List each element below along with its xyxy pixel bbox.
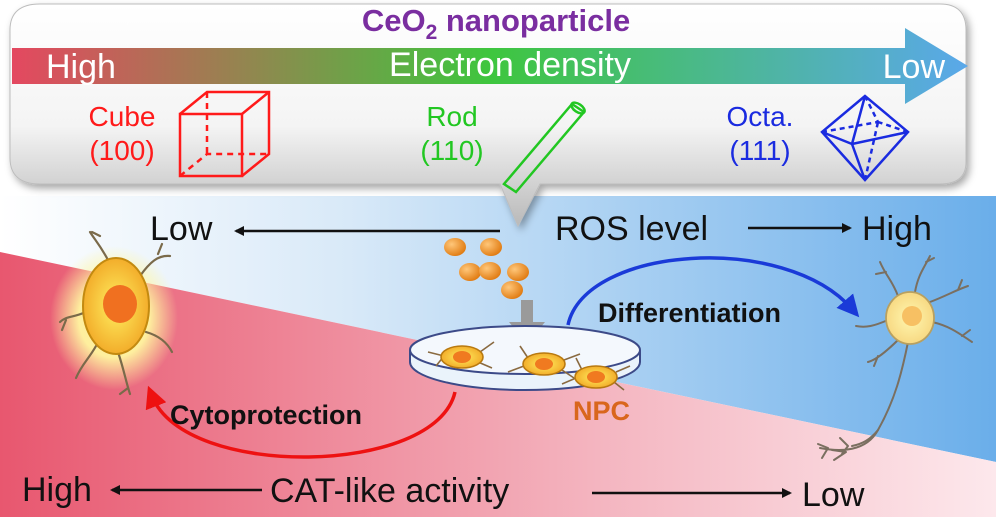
header-title: CeO2 nanoparticle [362,3,630,44]
neuron-icon [817,255,973,461]
octa-name: Octa. [727,101,794,132]
cube-wireframe-icon [178,90,271,178]
title-suffix: nanoparticle [437,3,630,38]
electron-density-low: Low [883,48,946,86]
electron-density-label: Electron density [389,46,631,84]
rod-facet: (110) [420,135,483,166]
cytoprotection-arrow [145,385,457,459]
npc-cells-in-dish [427,341,631,391]
npc-cell [507,345,581,379]
rod-icon [502,101,586,194]
ceo2-nanoparticles [444,238,529,299]
electron-density-high: High [46,48,116,86]
title-prefix: CeO [362,3,426,38]
differentiation-label: Differentiation [598,298,781,328]
npc-cell [561,357,631,391]
octahedron-wireframe-icon [820,94,910,182]
electron-density-arrow [12,28,968,104]
title-subscript: 2 [426,21,438,44]
cat-low: Low [802,476,865,514]
ros-low: Low [150,210,213,248]
cube-facet: (100) [89,135,154,166]
npc-cell [427,341,495,369]
cube-name: Cube [89,101,156,132]
ros-high: High [862,210,932,248]
rod-name: Rod [426,101,477,132]
protected-cell-icon [50,230,178,396]
cat-high: High [22,471,92,509]
differentiation-arrow [566,256,860,326]
ros-level-label: ROS level [555,210,708,248]
cytoprotection-label: Cytoprotection [170,400,362,430]
npc-label: NPC [573,396,630,426]
octa-facet: (111) [729,135,790,166]
cat-activity-label: CAT-like activity [270,472,509,510]
